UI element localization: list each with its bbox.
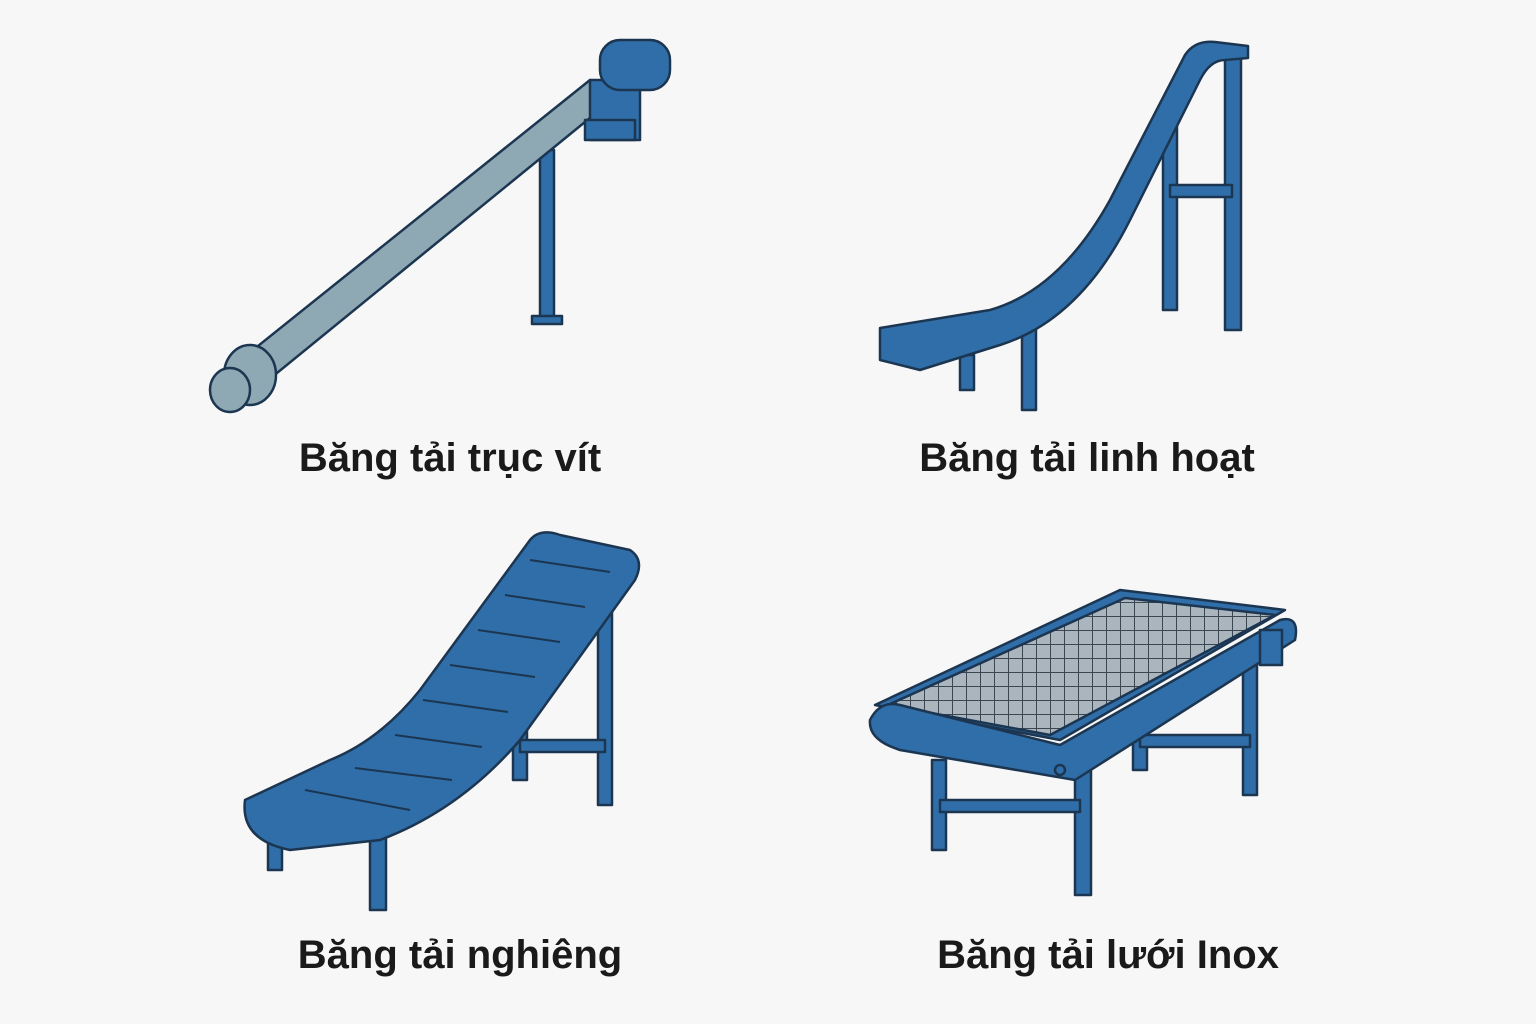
screw-conveyor-label: Băng tải trục vít: [298, 436, 602, 480]
mesh-conveyor-label: Băng tải lưới Inox: [937, 933, 1279, 977]
flexible-conveyor-icon: [878, 40, 1250, 412]
inclined-conveyor-label: Băng tải nghiêng: [297, 933, 623, 977]
screw-conveyor-icon: [208, 38, 672, 414]
mesh-conveyor-icon: [868, 588, 1298, 897]
inclined-conveyor-icon: [243, 531, 641, 912]
flexible-conveyor-label: Băng tải linh hoạt: [919, 436, 1255, 480]
